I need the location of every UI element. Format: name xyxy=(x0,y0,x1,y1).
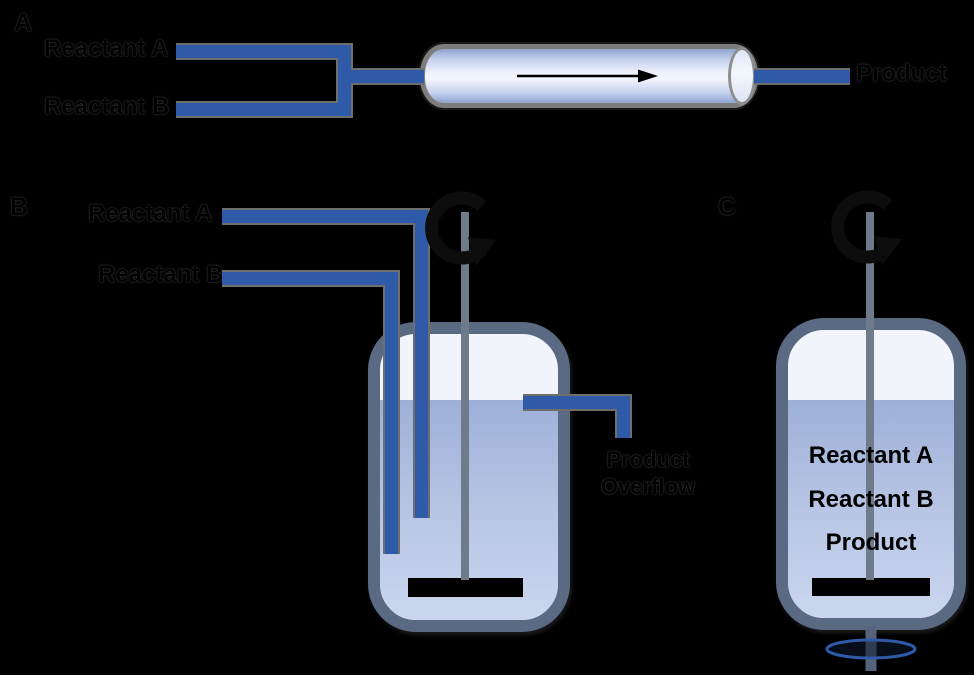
cstr-reactant-b-label: Reactant B xyxy=(98,261,224,288)
stirrer-motor-icon xyxy=(425,191,496,266)
pfr-product-label: Product xyxy=(856,60,947,87)
section-b-label: B xyxy=(10,193,29,221)
section-c-label: C xyxy=(718,193,737,221)
cstr-overflow-label-line1: Product xyxy=(606,447,690,472)
batch-tank xyxy=(776,318,966,630)
cstr-reactant-b-pipe xyxy=(222,272,398,554)
cstr-impeller-blade xyxy=(408,578,523,597)
pfr-inlet-pipes xyxy=(176,45,351,116)
cstr-overflow-label: Product Overflow xyxy=(578,446,718,500)
valve-icon xyxy=(825,638,917,660)
cstr-reactant-a-label: Reactant A xyxy=(88,200,213,227)
pfr-reactant-b-label: Reactant B xyxy=(44,93,170,120)
plug-flow-tube-reactor xyxy=(420,44,758,108)
section-a-label: A xyxy=(14,9,33,37)
stirrer-motor-icon xyxy=(831,190,902,265)
pfr-reactant-a-label: Reactant A xyxy=(44,35,169,62)
tube-end-cap xyxy=(728,47,756,105)
cstr-tank xyxy=(368,322,570,632)
cstr-overflow-label-line2: Overflow xyxy=(600,474,696,499)
batch-impeller-blade xyxy=(812,578,930,596)
